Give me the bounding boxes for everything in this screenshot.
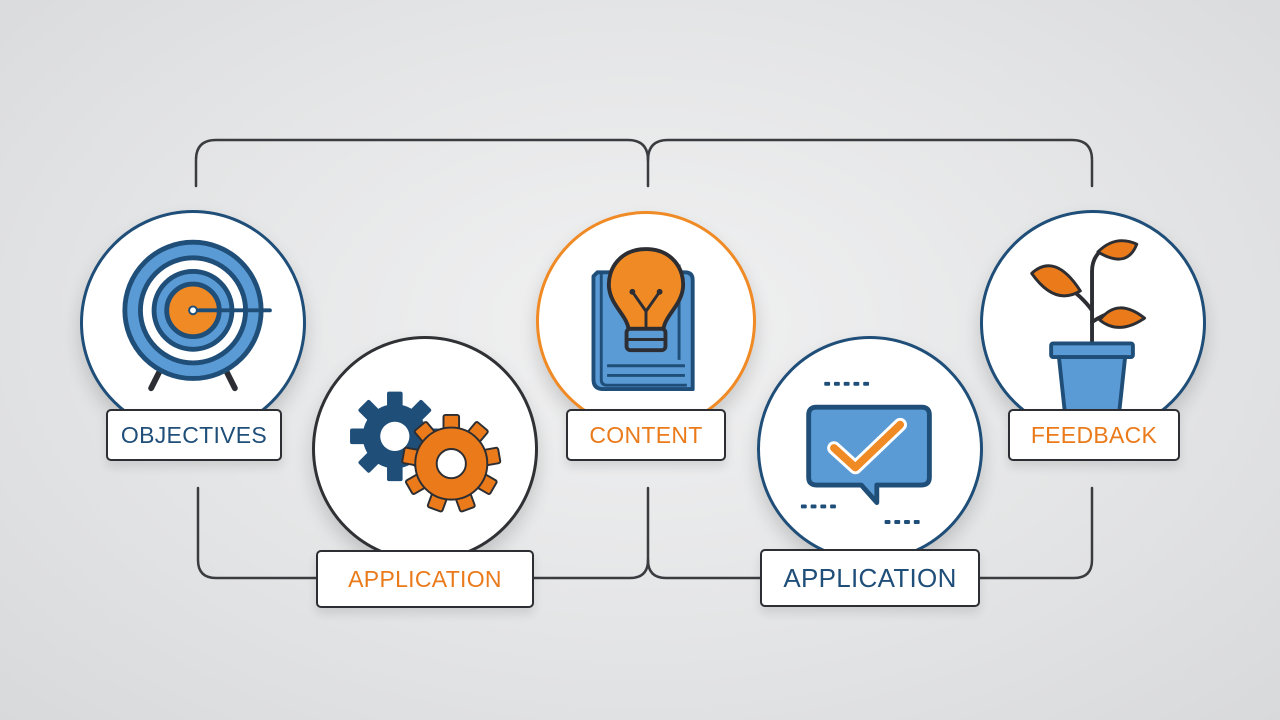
bottom-bracket-left (196, 486, 320, 580)
chat-checkmark-icon (800, 381, 932, 524)
dotted-line-bottom-right (884, 520, 920, 524)
objectives-circle (80, 210, 306, 436)
application-chat-circle (757, 336, 983, 562)
gears-icon (350, 391, 502, 513)
objectives-label: OBJECTIVES (106, 409, 282, 461)
bottom-bracket-center-right (646, 558, 764, 580)
application-chat-label: APPLICATION (760, 549, 980, 607)
target-icon (122, 239, 272, 392)
content-circle (536, 211, 756, 431)
bottom-bracket-center-left (531, 486, 650, 580)
application-gears-circle (312, 336, 538, 562)
lightbulb-icon (607, 247, 685, 353)
dotted-line-top (824, 381, 870, 386)
feedback-label: FEEDBACK (1008, 409, 1180, 461)
bottom-bracket-right (978, 486, 1094, 580)
lightbulb-book-icon (591, 247, 695, 392)
plant-icon (1030, 239, 1147, 414)
orange-gear (401, 413, 502, 513)
application-gears-label: APPLICATION (316, 550, 534, 608)
content-label: CONTENT (566, 409, 726, 461)
feedback-circle (980, 210, 1206, 436)
top-bracket-right (646, 138, 1094, 188)
top-bracket-left (194, 138, 650, 188)
dotted-line-bottom-left (800, 504, 836, 509)
